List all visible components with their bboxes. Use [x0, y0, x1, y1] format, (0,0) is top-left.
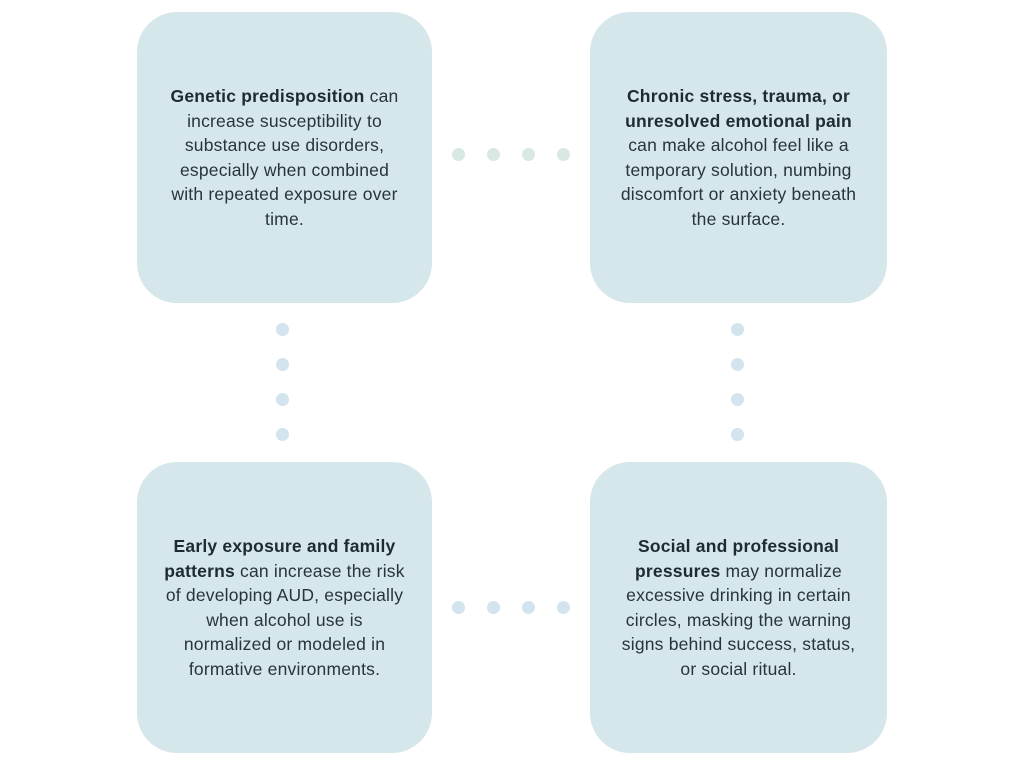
connector-dot [731, 393, 744, 406]
connector-dot [276, 428, 289, 441]
card-text: Genetic predisposition can increase susc… [163, 84, 406, 231]
connector-dot [452, 148, 465, 161]
connector-top-horizontal [452, 148, 570, 161]
connector-dot [522, 148, 535, 161]
connector-dot [276, 393, 289, 406]
connector-dot [557, 601, 570, 614]
connector-left-vertical [276, 323, 289, 441]
card-early-exposure: Early exposure and family patterns can i… [137, 462, 432, 753]
connector-dot [276, 358, 289, 371]
connector-dot [452, 601, 465, 614]
connector-dot [276, 323, 289, 336]
card-text: Chronic stress, trauma, or unresolved em… [616, 84, 861, 231]
card-bold-lead: Chronic stress, trauma, or unresolved em… [625, 86, 852, 131]
card-text: Early exposure and family patterns can i… [163, 534, 406, 681]
connector-dot [731, 358, 744, 371]
card-text: Social and professional pressures may no… [616, 534, 861, 681]
card-chronic-stress: Chronic stress, trauma, or unresolved em… [590, 12, 887, 303]
card-body-text: may normalize excessive drinking in cert… [621, 560, 856, 679]
connector-dot [487, 148, 500, 161]
card-bold-lead: Early exposure and family patterns [164, 536, 396, 581]
card-body-text: can make alcohol feel like a temporary s… [620, 135, 857, 229]
card-body-text: can increase susceptibility to substance… [171, 86, 399, 229]
connector-dot [731, 428, 744, 441]
connector-dot [522, 601, 535, 614]
connector-dot [731, 323, 744, 336]
connector-right-vertical [731, 323, 744, 441]
card-social-pressures: Social and professional pressures may no… [590, 462, 887, 753]
card-bold-lead: Social and professional pressures [635, 536, 840, 581]
card-genetic-predisposition: Genetic predisposition can increase susc… [137, 12, 432, 303]
connector-dot [557, 148, 570, 161]
card-body-text: can increase the risk of developing AUD,… [165, 560, 405, 679]
connector-bottom-horizontal [452, 601, 570, 614]
connector-dot [487, 601, 500, 614]
card-bold-lead: Genetic predisposition [170, 86, 365, 106]
